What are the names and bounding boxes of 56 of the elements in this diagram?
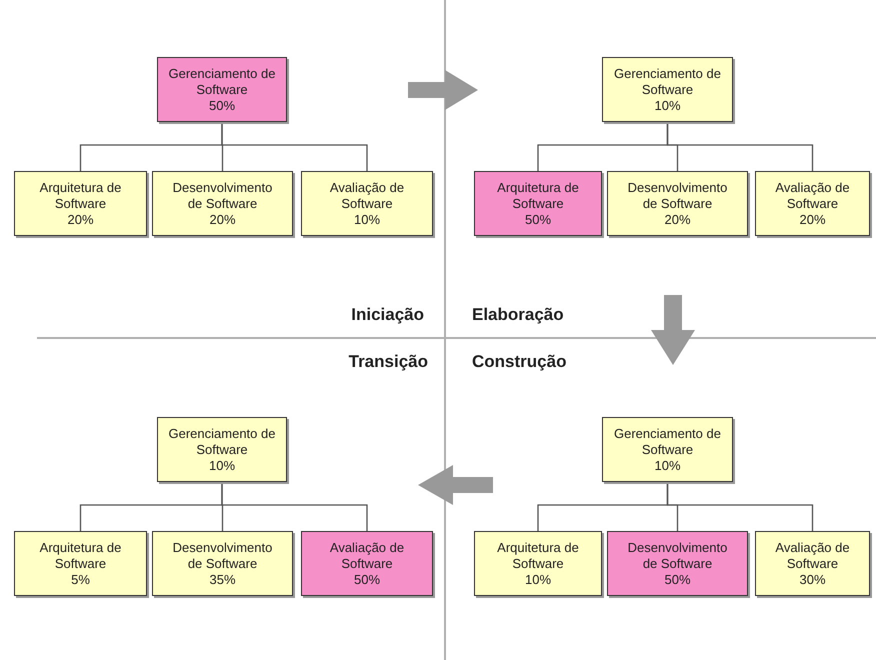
org-chart-box (474, 531, 602, 596)
box-title: Avaliação de Software (328, 180, 406, 212)
percentage-text: 10% (654, 98, 681, 114)
box-title: Avaliação de Software (328, 540, 406, 572)
org-chart-box (14, 531, 147, 596)
phase-label: Iniciação (350, 304, 424, 326)
percentage-text: 10% (654, 458, 681, 474)
org-chart-box (301, 531, 433, 596)
percentage-text: 50% (664, 572, 691, 588)
percentage-text: 20% (67, 212, 94, 228)
org-chart-box (301, 171, 433, 236)
org-chart-box (602, 417, 733, 482)
org-chart-box (474, 171, 602, 236)
box-title: Arquitetura de Software (496, 540, 580, 572)
phase-label: Construção (472, 351, 568, 373)
org-chart-box (755, 531, 870, 596)
org-chart-box (152, 171, 293, 236)
box-title: Desenvolvimento de Software (626, 180, 728, 212)
box-title: Avaliação de Software (774, 180, 851, 212)
org-chart-box (607, 171, 748, 236)
org-chart-box (157, 57, 287, 122)
percentage-text: 50% (354, 572, 380, 588)
box-title: Arquitetura de Software (496, 180, 580, 212)
percentage-text: 20% (799, 212, 826, 228)
org-chart-box (602, 57, 733, 122)
box-title: Gerenciamento de Software (613, 66, 722, 98)
percentage-text: 50% (208, 98, 236, 114)
box-title: Desenvolvimento de Software (172, 540, 274, 572)
percentage-text: 20% (209, 212, 236, 228)
phase-label: Transição (348, 351, 428, 373)
connector-line (221, 482, 368, 531)
box-title: Gerenciamento de Software (168, 426, 276, 458)
connector-line (666, 482, 814, 531)
box-title: Desenvolvimento de Software (172, 180, 274, 212)
box-title: Desenvolvimento de Software (626, 540, 728, 572)
org-chart-box (607, 531, 748, 596)
box-title: Arquitetura de Software (38, 180, 122, 212)
percentage-text: 5% (71, 572, 90, 588)
org-chart-box (14, 171, 147, 236)
connector-line (666, 122, 814, 171)
percentage-text: 20% (664, 212, 691, 228)
org-chart-box (152, 531, 293, 596)
org-chart-box (157, 417, 287, 482)
box-title: Avaliação de Software (774, 540, 851, 572)
org-chart-box (755, 171, 870, 236)
connector-line (221, 122, 368, 171)
percentage-text: 10% (524, 572, 552, 588)
percentage-text: 10% (208, 458, 236, 474)
box-title: Arquitetura de Software (38, 540, 122, 572)
percentage-text: 30% (799, 572, 826, 588)
percentage-text: 50% (524, 212, 552, 228)
box-title: Gerenciamento de Software (613, 426, 722, 458)
box-title: Gerenciamento de Software (168, 66, 276, 98)
percentage-text: 35% (209, 572, 236, 588)
percentage-text: 10% (354, 212, 380, 228)
phase-label: Elaboração (472, 304, 565, 326)
